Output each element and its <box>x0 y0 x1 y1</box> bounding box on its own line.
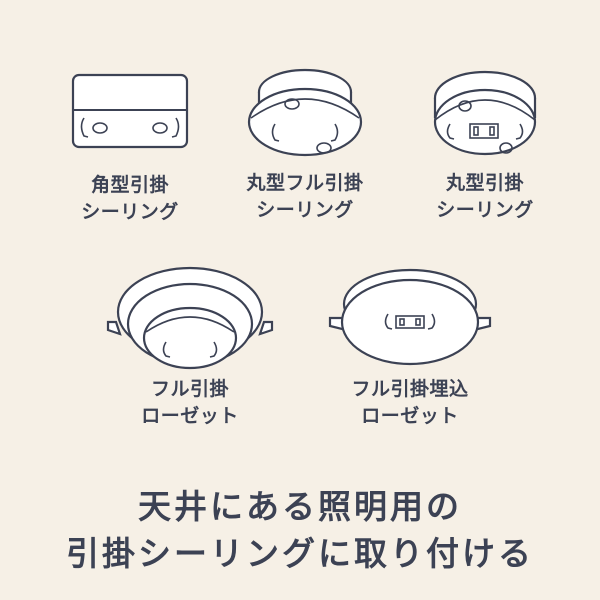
item-label-line2: シーリング <box>81 201 179 223</box>
item-label-line2: シーリング <box>256 199 354 221</box>
item-label-line1: 角型引掛 <box>90 174 169 196</box>
round-full-hook-ceiling-icon <box>247 68 363 157</box>
item-label-line2: シーリング <box>436 199 534 221</box>
item-label-line2: ローゼット <box>361 405 459 427</box>
item-label-line1: フル引掛埋込 <box>351 378 469 400</box>
round-hook-ceiling-icon <box>433 70 537 156</box>
item-full-hook-rosette: フル引掛 ローゼット <box>90 262 290 430</box>
full-hook-embedded-rosette-icon <box>328 268 492 366</box>
item-round-full-hook-ceiling: 丸型フル引掛 シーリング <box>215 60 395 224</box>
item-label-line1: フル引掛 <box>150 378 229 400</box>
item-label-line1: 丸型フル引掛 <box>246 172 364 194</box>
caption-line1: 天井にある照明用の <box>138 487 462 526</box>
caption-line2: 引掛シーリングに取り付ける <box>66 534 534 573</box>
caption: 天井にある照明用の 引掛シーリングに取り付ける <box>0 483 600 577</box>
full-hook-rosette-icon <box>106 266 274 370</box>
item-round-hook-ceiling: 丸型引掛 シーリング <box>395 60 575 224</box>
item-label-line1: 丸型引掛 <box>445 172 524 194</box>
item-label-line2: ローゼット <box>141 405 239 427</box>
square-hook-ceiling-icon <box>71 73 189 149</box>
item-square-hook-ceiling: 角型引掛 シーリング <box>40 70 220 226</box>
item-full-hook-embedded-rosette: フル引掛埋込 ローゼット <box>310 262 510 430</box>
